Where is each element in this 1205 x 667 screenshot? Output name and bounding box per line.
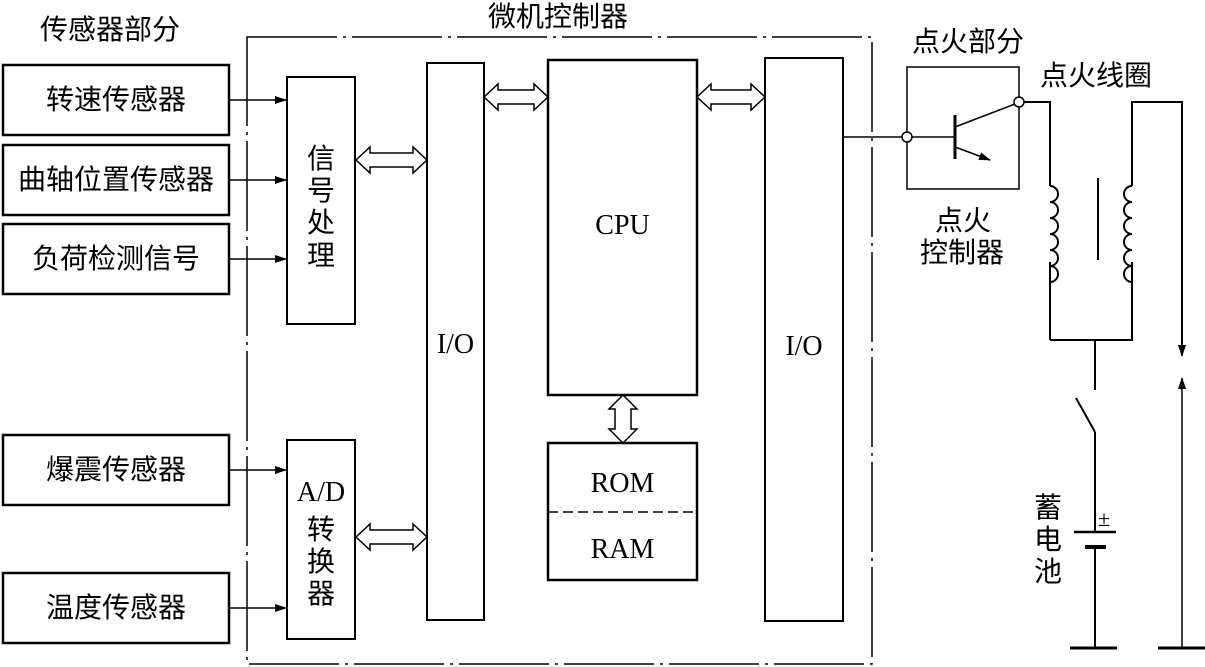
ignition-controller-box xyxy=(906,66,1020,190)
sensor-label-load: 负荷检测信号 xyxy=(31,242,200,275)
ignition-controller-label-2: 控制器 xyxy=(920,236,1005,269)
io-right-block xyxy=(764,57,844,622)
igniter-input-terminal xyxy=(901,131,913,143)
battery-symbol xyxy=(1070,530,1117,650)
microcomputer-boundary xyxy=(246,36,873,665)
io-left-block xyxy=(426,62,485,621)
ad-converter-label-top: A/D xyxy=(296,477,346,508)
ad-converter-block xyxy=(286,439,356,640)
ignition-coil-symbol xyxy=(1024,101,1183,355)
signal-processing-block xyxy=(286,76,356,325)
ram-label: RAM xyxy=(590,534,655,565)
cpu-label: CPU xyxy=(595,210,650,241)
ad-converter-label-bottom: 转换器 xyxy=(306,513,335,611)
ignition-section-title: 点火部分 xyxy=(912,25,1025,58)
io-left-label: I/O xyxy=(436,329,475,360)
rom-label: ROM xyxy=(590,468,655,499)
battery-label: 蓄电池 xyxy=(1033,491,1062,589)
microcomputer-title: 微机控制器 xyxy=(488,0,629,33)
bus-arrow-io-cpu xyxy=(482,82,550,112)
sensor-label-speed: 转速传感器 xyxy=(45,83,186,116)
bus-arrow-ad-io xyxy=(354,522,429,552)
ignition-controller-label-1: 点火 xyxy=(935,204,992,237)
ignition-switch xyxy=(1075,340,1096,532)
sensor-label-knock: 爆震传感器 xyxy=(45,453,186,486)
bus-arrow-signal-io xyxy=(354,145,429,175)
ignition-coil-label: 点火线圈 xyxy=(1040,59,1153,92)
io-right-label: I/O xyxy=(785,331,823,362)
bus-arrow-cpu-io xyxy=(695,82,767,112)
sensor-section-title: 传感器部分 xyxy=(40,13,181,46)
bus-arrow-cpu-memory xyxy=(607,393,639,445)
transistor-symbol xyxy=(912,103,1016,161)
sensor-label-temp: 温度传感器 xyxy=(45,591,186,624)
signal-processing-label: 信号处理 xyxy=(306,142,335,272)
sensor-label-crank: 曲轴位置传感器 xyxy=(17,163,214,196)
igniter-output-terminal xyxy=(1013,96,1025,108)
battery-polarity: ± xyxy=(1098,506,1111,531)
